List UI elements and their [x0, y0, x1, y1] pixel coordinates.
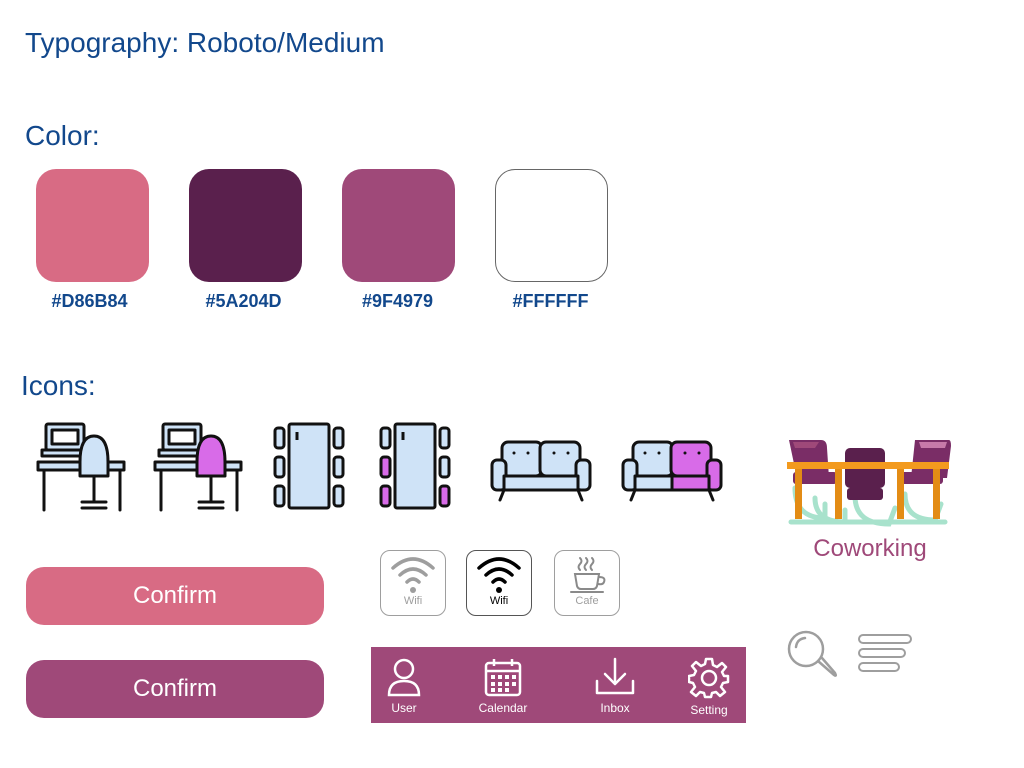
- desk-chair-selected-icon[interactable]: [153, 422, 245, 512]
- wifi-icon: [477, 557, 521, 593]
- nav-item-setting[interactable]: Setting: [669, 657, 749, 717]
- nav-label-setting: Setting: [690, 703, 728, 717]
- sofa-icon[interactable]: [490, 438, 592, 504]
- swatch-purple: [342, 169, 455, 282]
- bottom-nav: User Calendar Inbox Setting: [371, 647, 746, 723]
- coworking-label: Coworking: [813, 535, 927, 562]
- wifi-toggle-active[interactable]: Wifi: [466, 550, 532, 616]
- swatch-white: [495, 169, 608, 282]
- search-icon[interactable]: [786, 629, 840, 679]
- color-heading: Color:: [25, 120, 100, 151]
- menu-icon[interactable]: [857, 633, 913, 673]
- cafe-toggle[interactable]: Cafe: [554, 550, 620, 616]
- swatch-label: #D86B84: [51, 291, 128, 311]
- sofa-selected-icon[interactable]: [621, 438, 723, 504]
- wifi-toggle-inactive[interactable]: Wifi: [380, 550, 446, 616]
- coworking-illustration: [787, 440, 951, 527]
- user-icon: [387, 658, 421, 697]
- swatch-label: #5A204D: [205, 291, 282, 311]
- gear-icon: [688, 657, 730, 699]
- swatch-label: #9F4979: [361, 291, 434, 311]
- coffee-cup-icon: [570, 557, 606, 593]
- wifi-label: Wifi: [489, 595, 509, 607]
- meeting-table-icon[interactable]: [273, 422, 345, 512]
- confirm-button[interactable]: Confirm: [26, 567, 324, 625]
- nav-item-calendar[interactable]: Calendar: [463, 657, 543, 715]
- nav-item-inbox[interactable]: Inbox: [575, 657, 655, 715]
- wifi-icon: [391, 557, 435, 593]
- swatch-pink: [36, 169, 149, 282]
- meeting-table-selected-icon[interactable]: [379, 422, 451, 512]
- wifi-label: Wifi: [403, 595, 423, 607]
- nav-label-inbox: Inbox: [600, 701, 630, 715]
- nav-item-user[interactable]: User: [364, 657, 444, 715]
- swatch-label: #FFFFFF: [512, 291, 589, 311]
- icons-heading: Icons:: [21, 370, 96, 401]
- calendar-icon: [484, 659, 522, 697]
- download-icon: [595, 657, 635, 695]
- cafe-label: Cafe: [575, 595, 599, 607]
- nav-label-calendar: Calendar: [478, 701, 528, 715]
- desk-chair-icon[interactable]: [36, 422, 128, 512]
- typography-heading: Typography: Roboto/Medium: [25, 27, 385, 58]
- nav-label-user: User: [391, 701, 417, 715]
- swatch-dark-purple: [189, 169, 302, 282]
- confirm-button-secondary[interactable]: Confirm: [26, 660, 324, 718]
